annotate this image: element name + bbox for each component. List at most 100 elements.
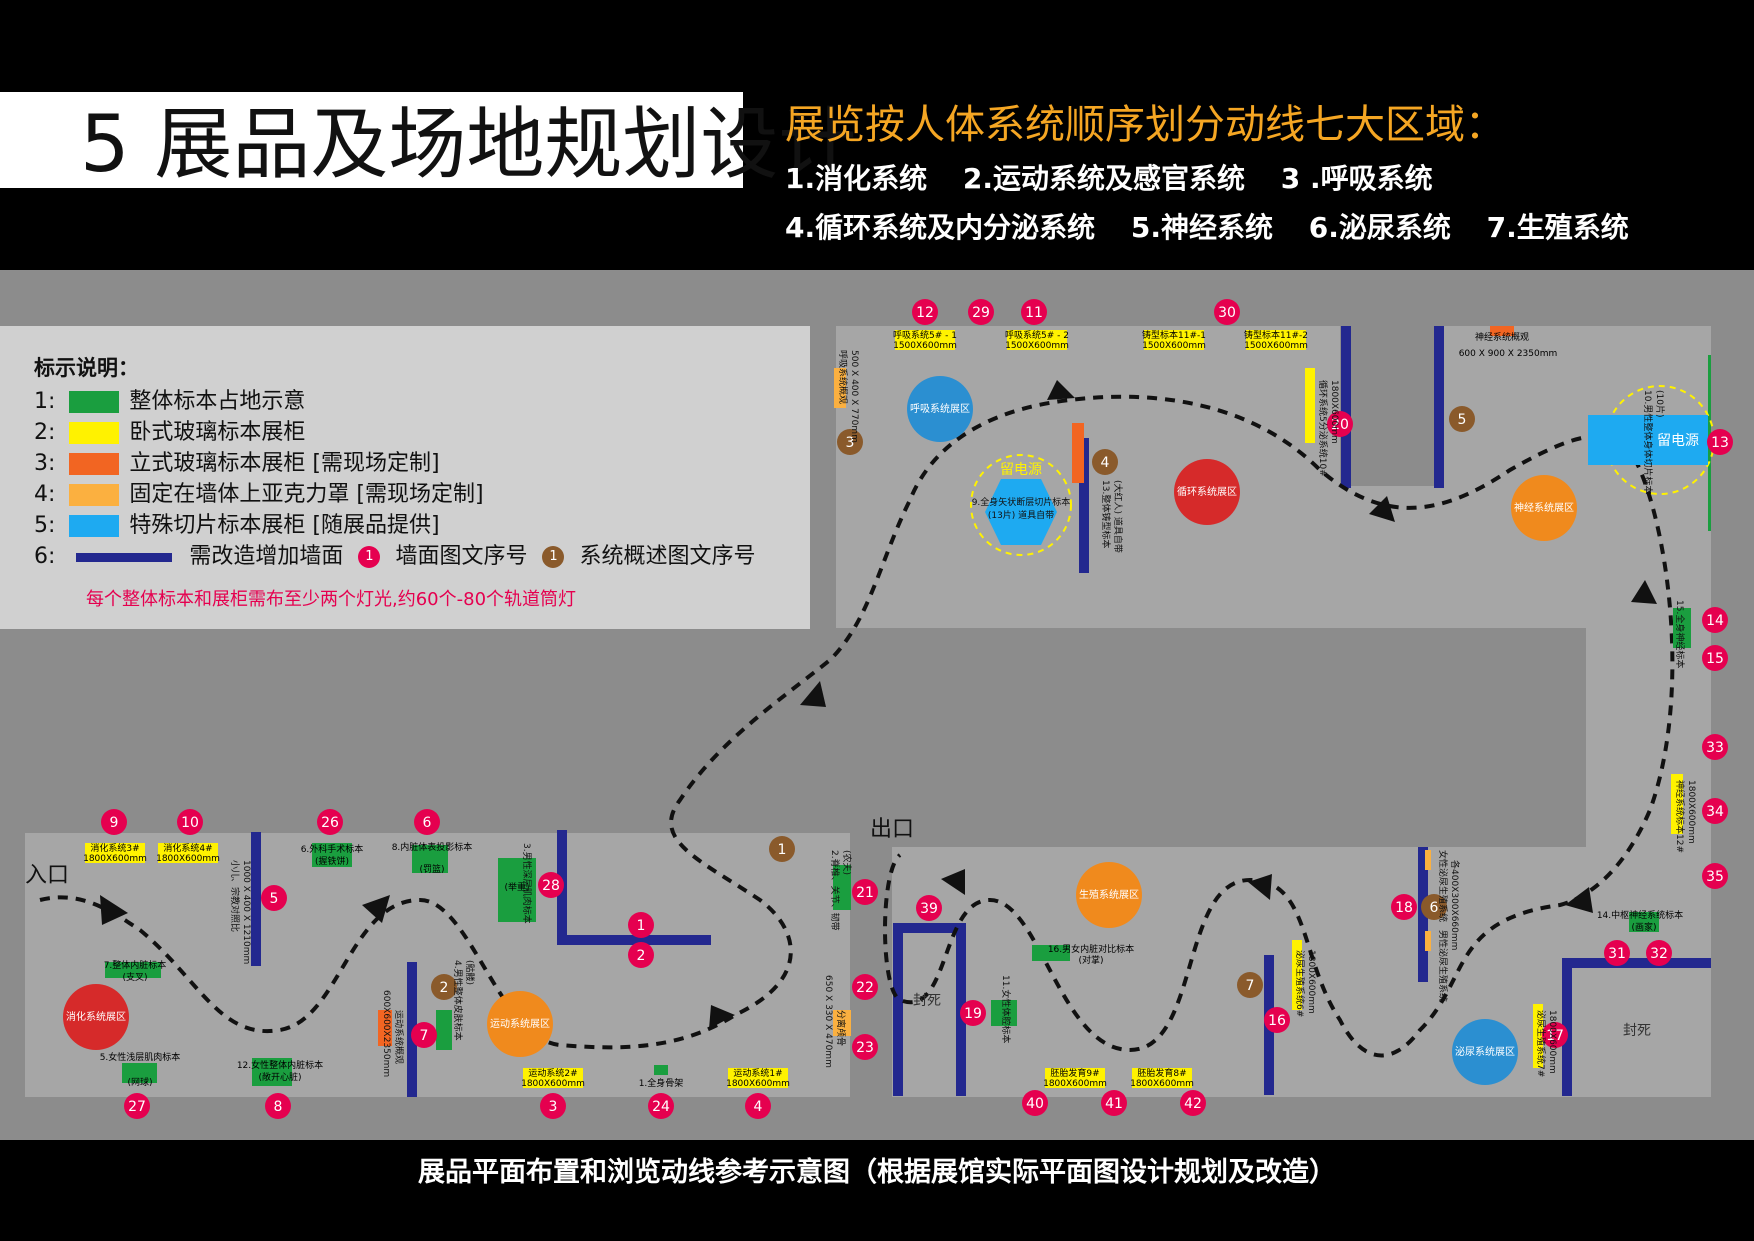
cabinet-embryo8: 胚胎发育8# [1137, 1067, 1186, 1079]
cabinet-dig4: 消化系统4# [163, 842, 212, 854]
vertical-label-resp-overview-size: 500 X 400 X 770mm [849, 350, 859, 443]
vertical-label-nerve12: 神经系统标本12# [1674, 780, 1686, 853]
red-number-label: 22 [856, 980, 874, 996]
vertical-label-full-cast-sub: (大红人) 道具自带 [1112, 480, 1124, 553]
nerve-specimen-sub: (画家) [1631, 921, 1656, 933]
nerve-overview-label: 神经系统概观 [1475, 331, 1529, 343]
male-female-label: 16.男女内脏对比标本 [1048, 943, 1134, 955]
wall-text-number-1: 1 [628, 912, 654, 938]
wall-text-number-16: 16 [1264, 1007, 1290, 1033]
overview-number-5: 5 [1449, 406, 1475, 432]
female-muscle: 5.女性浅层肌肉标本 [100, 1051, 181, 1063]
respiratory-badge [907, 376, 973, 442]
vertical-label-motor-overview: 运动系统概观 [393, 1010, 405, 1064]
cabinet-cast1: 铸型标本11#-1 [1142, 329, 1206, 341]
wall-text-number-5: 5 [261, 885, 287, 911]
vertical-label-gen-size: 各400X300X660mm [1449, 860, 1461, 950]
vertical-label-repro6: 泌尿生殖系统6# [1294, 950, 1306, 1017]
nerve-specimen-label: 14.中枢神经系统标本 [1597, 909, 1683, 921]
urinary-badge [1452, 1019, 1518, 1085]
wall-text-number-29: 29 [968, 299, 994, 325]
red-number-label: 3 [549, 1099, 558, 1115]
red-number-label: 35 [1706, 869, 1724, 885]
hall-notch [1340, 326, 1440, 486]
cabinet-resp51-size: 1500X600mm [893, 341, 957, 351]
legend-swatch [69, 484, 120, 506]
red-number-label: 31 [1608, 946, 1626, 962]
cabinet-motor2-size: 1800X600mm [521, 1079, 585, 1089]
cabinet-motor1: 运动系统1# [733, 1067, 782, 1079]
red-number-label: 2 [637, 948, 646, 964]
legend-text: 固定在墙体上亚克力罩 [需现场定制] [129, 482, 484, 507]
red-number-label: 9 [110, 815, 119, 831]
vertical-label-repro6-size: 1800X600mm [1306, 950, 1316, 1014]
cabinet-embryo9-size: 1800X600mm [1043, 1079, 1107, 1089]
digestive-badge [63, 984, 129, 1050]
red-number-label: 11 [1025, 305, 1043, 321]
legend-swatch [69, 391, 120, 413]
vertical-label-male-skin: 4.男性整体皮肤标本 [452, 960, 464, 1041]
title-banner [0, 92, 743, 188]
legend-brown-text: 系统概述图文序号 [579, 544, 756, 569]
wall-text-number-42: 42 [1180, 1090, 1206, 1116]
red-number-label: 32 [1650, 946, 1668, 962]
red-number-label: 7 [420, 1028, 429, 1044]
vertical-label-repro7: 泌尿生殖系统7# [1535, 1010, 1547, 1077]
reproductive-badge [1076, 862, 1142, 928]
red-number-label: 34 [1706, 804, 1724, 820]
zones-line-1: 1.消化系统 2.运动系统及感官系统 3 .呼吸系统 [785, 157, 1459, 197]
wall-text-number-15: 15 [1702, 645, 1728, 671]
cabinet-motor1-size: 1800X600mm [726, 1079, 790, 1089]
vertical-label-female-sys: 女性泌尿生殖系统 [1437, 850, 1449, 922]
vertical-label-female11: 11.女性体腔标本 [1000, 975, 1012, 1043]
overview-number-2: 2 [431, 974, 457, 1000]
wall-text-number-23: 23 [852, 1034, 878, 1060]
zone-item: 1.消化系统 [785, 162, 928, 195]
legend-num: 4: [34, 482, 56, 507]
wall-swatch [76, 552, 173, 562]
visitor-flow-path [39, 394, 1675, 1058]
red-number-label: 1 [637, 918, 646, 934]
cabinet-resp52-size: 1500X600mm [1005, 341, 1069, 351]
red-number-label: 33 [1706, 740, 1724, 756]
organ-compare-sub: (支叉) [122, 971, 147, 983]
motor-badge-label: 运动系统展区 [490, 1017, 550, 1030]
nervous-badge [1511, 475, 1577, 541]
vertical-label-cardio: 循环系统5分泌系统10# [1317, 380, 1329, 477]
bottom-caption: 展品平面布置和浏览动线参考示意图（根据展馆实际平面图设计规划及改造） [418, 1157, 1336, 1188]
wall-text-number-35: 35 [1702, 863, 1728, 889]
red-number-label: 19 [964, 1006, 982, 1022]
red-number-label: 17 [1546, 1028, 1564, 1044]
wall-text-number-40: 40 [1022, 1090, 1048, 1116]
legend-text: 立式玻璃标本展柜 [需现场定制] [129, 451, 440, 476]
wall-text-number-17: 17 [1542, 1022, 1568, 1048]
page-title: 5 展品及场地规划设计 [80, 100, 857, 190]
surgery-label: 6.外科手术标本 [301, 843, 364, 855]
wall-text-number-12: 12 [912, 299, 938, 325]
vertical-label-small: 小儿、宗教对照比 [229, 860, 241, 932]
legend-num: 6: [34, 544, 56, 569]
legend-swatch [69, 515, 120, 537]
overview-number-6: 6 [1421, 894, 1447, 920]
red-number-label: 40 [1026, 1096, 1044, 1112]
legend-swatch [69, 453, 120, 475]
brown-number-label: 3 [846, 435, 855, 451]
brown-number-label: 2 [440, 980, 449, 996]
red-number-label: 10 [181, 815, 199, 831]
sealed-label-2: 封死 [1623, 1023, 1651, 1039]
wall-text-number-7: 7 [411, 1022, 437, 1048]
wall-text-number-2: 2 [628, 942, 654, 968]
wall-text-number-4: 4 [745, 1093, 771, 1119]
wall-text-number-3: 3 [540, 1093, 566, 1119]
red-number-label: 16 [1268, 1013, 1286, 1029]
vertical-label-repro7-size: 1800X600mm [1547, 1010, 1557, 1074]
nerve-overview-size: 600 X 900 X 2350mm [1459, 349, 1558, 359]
motor-badge [487, 991, 553, 1057]
legend-brown-dot: 1 [542, 546, 565, 568]
wall-text-number-27: 27 [124, 1093, 150, 1119]
red-number-label: 12 [916, 305, 934, 321]
brown-number-label: 7 [1246, 978, 1255, 994]
zone-item: 3 .呼吸系统 [1280, 162, 1433, 195]
cabinet-cast2-size: 1500X600mm [1244, 341, 1308, 351]
viscera-label: 8.内脏体表投影标本 [392, 841, 473, 853]
